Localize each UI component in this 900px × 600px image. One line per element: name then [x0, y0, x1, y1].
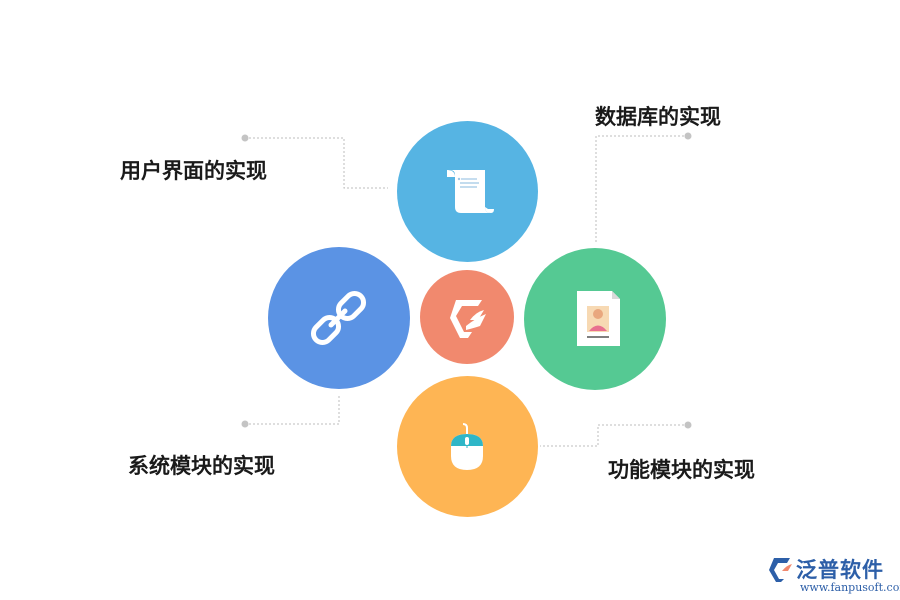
connector-top: [245, 137, 388, 189]
brand-mark-icon: [769, 558, 792, 582]
brand-name: 泛普软件: [796, 558, 884, 582]
node-bottom-label: 功能模块的实现: [608, 458, 755, 482]
brand-logo-icon: [450, 300, 486, 338]
connector-dot-bottom: [684, 421, 692, 429]
connector-bottom: [540, 424, 688, 447]
brand-watermark: 泛普软件 www.fanpusoft.com: [768, 552, 900, 598]
node-bottom-circle: [397, 376, 538, 517]
profile-document-icon: [577, 291, 620, 346]
brand-url: www.fanpusoft.com: [800, 581, 900, 594]
node-center-circle: [420, 270, 514, 364]
connector-dot-top: [241, 134, 249, 142]
connector-dot-right: [684, 132, 692, 140]
connector-left: [245, 396, 340, 425]
node-top-circle: [397, 121, 538, 262]
link-icon: [310, 290, 367, 346]
mouse-icon: [451, 423, 483, 470]
node-right-circle: [524, 248, 666, 390]
node-right-label: 数据库的实现: [595, 105, 721, 129]
node-top-label: 用户界面的实现: [120, 159, 267, 183]
connector-right: [595, 135, 688, 243]
node-left-circle: [268, 247, 410, 389]
connector-dot-left: [241, 420, 249, 428]
scroll-icon: [447, 170, 494, 213]
node-left-label: 系统模块的实现: [128, 454, 275, 478]
